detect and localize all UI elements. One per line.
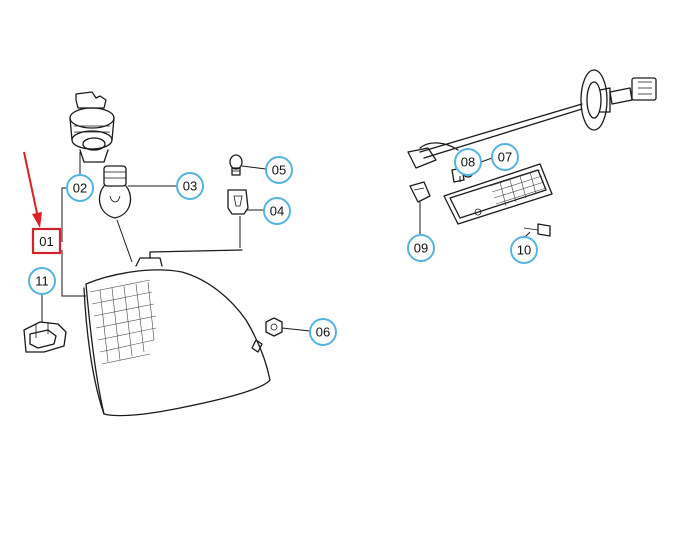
callout-04[interactable]: 04	[263, 197, 291, 225]
screw-icon	[523, 223, 551, 237]
clip-icon	[227, 189, 249, 215]
callout-01[interactable]: 01	[31, 227, 62, 255]
connector-icon	[609, 77, 657, 105]
callout-02[interactable]: 02	[66, 174, 94, 202]
bracket-icon	[23, 321, 67, 353]
lamp-housing-icon	[83, 249, 271, 417]
callout-02-label: 02	[73, 181, 87, 196]
highlight-arrow	[23, 151, 42, 228]
callout-10-label: 10	[517, 243, 531, 258]
callout-05-label: 05	[272, 163, 286, 178]
callout-06[interactable]: 06	[309, 318, 337, 346]
callout-10[interactable]: 10	[510, 236, 538, 264]
callout-06-label: 06	[316, 325, 330, 340]
wiring-harness-icon	[407, 103, 583, 183]
callout-07[interactable]: 07	[491, 143, 519, 171]
callout-05[interactable]: 05	[265, 156, 293, 184]
callout-11-label: 11	[35, 274, 49, 289]
callout-08-label: 08	[461, 155, 475, 170]
connector-small-icon	[409, 181, 431, 203]
callout-01-label: 01	[39, 234, 53, 249]
bulb-socket-icon	[69, 91, 115, 163]
callout-08[interactable]: 08	[454, 148, 482, 176]
callout-09-label: 09	[414, 241, 428, 256]
bulb-icon	[98, 165, 132, 219]
nut-icon	[265, 317, 283, 337]
grommet-icon	[580, 69, 611, 131]
callout-04-label: 04	[270, 204, 284, 219]
callout-09[interactable]: 09	[407, 234, 435, 262]
callout-03[interactable]: 03	[176, 172, 204, 200]
callout-03-label: 03	[183, 179, 197, 194]
small-bulb-icon	[229, 154, 243, 176]
side-marker-icon	[443, 163, 553, 225]
callout-11[interactable]: 11	[28, 267, 56, 295]
callout-07-label: 07	[498, 150, 512, 165]
